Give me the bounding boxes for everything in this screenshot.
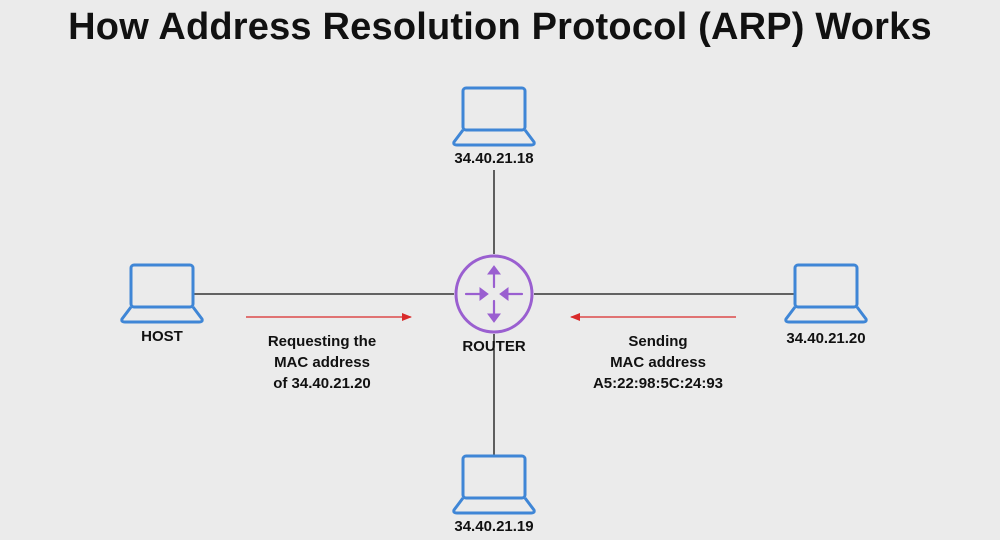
- reply-line-3: A5:22:98:5C:24:93: [592, 375, 724, 392]
- laptop-icon: [784, 263, 868, 324]
- reply-line-1: Sending: [628, 333, 688, 350]
- reply-line-2: MAC address: [610, 354, 706, 371]
- router-icon: [454, 254, 534, 334]
- request-line-2: MAC address: [274, 354, 370, 371]
- node-label-right: 34.40.21.20: [786, 330, 866, 347]
- laptop-icon: [452, 86, 536, 147]
- node-label-bottom: 34.40.21.19: [454, 518, 534, 535]
- request-line-1: Requesting the: [267, 333, 377, 350]
- node-label-top: 34.40.21.18: [454, 150, 534, 167]
- node-label-host: HOST: [141, 328, 183, 345]
- reply-message: Sending MAC address A5:22:98:5C:24:93: [568, 331, 748, 394]
- laptop-icon: [120, 263, 204, 324]
- request-message: Requesting the MAC address of 34.40.21.2…: [236, 331, 408, 394]
- laptop-icon: [452, 454, 536, 515]
- router-label: ROUTER: [462, 338, 526, 355]
- page-title: How Address Resolution Protocol (ARP) Wo…: [68, 6, 932, 48]
- request-line-3: of 34.40.21.20: [273, 375, 371, 392]
